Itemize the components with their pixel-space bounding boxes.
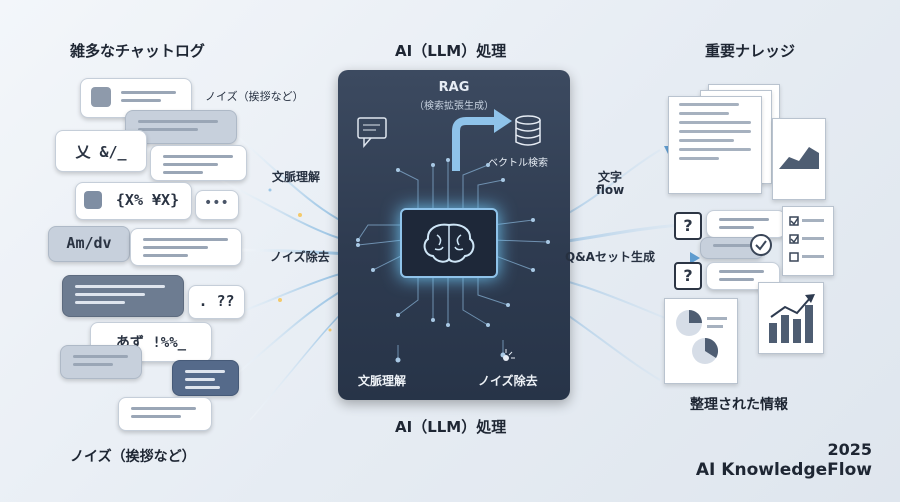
spark-icon: [503, 349, 515, 361]
chat-bubble-garbled-2: {X% ¥X}: [75, 182, 192, 220]
brain-icon: [423, 223, 475, 263]
flow-label-noise-removal: ノイズ除去: [270, 250, 330, 264]
chat-bubble-2: [150, 145, 247, 181]
checklist-document: [782, 206, 834, 276]
check-circle-icon: [750, 234, 772, 256]
avatar-icon: [91, 87, 111, 107]
noise-label-top: ノイズ（挨拶など）: [205, 90, 304, 103]
noise-label-bottom: ノイズ（挨拶など）: [70, 449, 196, 465]
document-main: [668, 96, 762, 194]
flow-label-context: 文脈理解: [272, 170, 321, 184]
organized-info-label: 整理された情報: [690, 397, 788, 413]
document-pie: [664, 298, 738, 384]
bar-chart-icon: [769, 294, 815, 343]
pie-chart-icon: [676, 310, 727, 364]
ellipsis-icon: •••: [204, 195, 229, 211]
qa-bubble-1: [706, 210, 786, 238]
database-icon: [515, 115, 541, 146]
flow-label-qa-generation: Q&Aセット生成: [565, 250, 655, 264]
ai-processing-panel: RAG （検索拡張生成） ベクトル検索: [338, 70, 570, 400]
chat-bubble-garbled-1: 乂 &/_: [55, 130, 147, 172]
chat-bubble-4: [62, 275, 184, 317]
rag-subtitle: （検索拡張生成）: [414, 101, 494, 112]
arrow-up-right-icon: [452, 109, 512, 171]
flow-label-text: 文字: [598, 170, 623, 184]
ai-chip: [400, 208, 498, 278]
question-icon-2: ?: [674, 262, 702, 290]
chat-icon: [357, 117, 387, 148]
qa-bubble-2: [700, 237, 764, 259]
chat-bubble-ellipsis: •••: [195, 190, 239, 220]
right-title: 重要ナレッジ: [705, 42, 796, 60]
left-title: 雑多なチャットログ: [70, 42, 205, 60]
chat-bubble-3: [130, 228, 242, 266]
footer-brand: AI KnowledgeFlow: [695, 460, 872, 480]
chat-bubble-garbled-4: . ??: [188, 285, 245, 319]
circuit-lines: [356, 158, 550, 363]
document-chart: [772, 118, 826, 200]
area-chart-icon: [779, 147, 819, 169]
flow-label-flow: flow: [596, 183, 625, 197]
chat-bubble-garbled-3: Am/dv: [48, 226, 130, 262]
chat-bubble-7: [118, 397, 212, 431]
center-label-noise-removal: ノイズ除去: [478, 374, 538, 388]
vector-search-label: ベクトル検索: [488, 158, 548, 169]
question-icon-1: ?: [674, 212, 702, 240]
center-title-top: AI（LLM）処理: [395, 42, 507, 60]
rag-title: RAG: [438, 80, 470, 95]
footer-year: 2025: [827, 440, 872, 459]
center-title-bottom: AI（LLM）処理: [395, 418, 507, 436]
checklist-icon: [789, 216, 824, 262]
document-bar-chart: [758, 282, 824, 354]
avatar-icon: [84, 191, 102, 209]
chat-bubble-5: [60, 345, 142, 379]
chat-bubble-6: [172, 360, 239, 396]
center-label-context: 文脈理解: [358, 374, 407, 388]
